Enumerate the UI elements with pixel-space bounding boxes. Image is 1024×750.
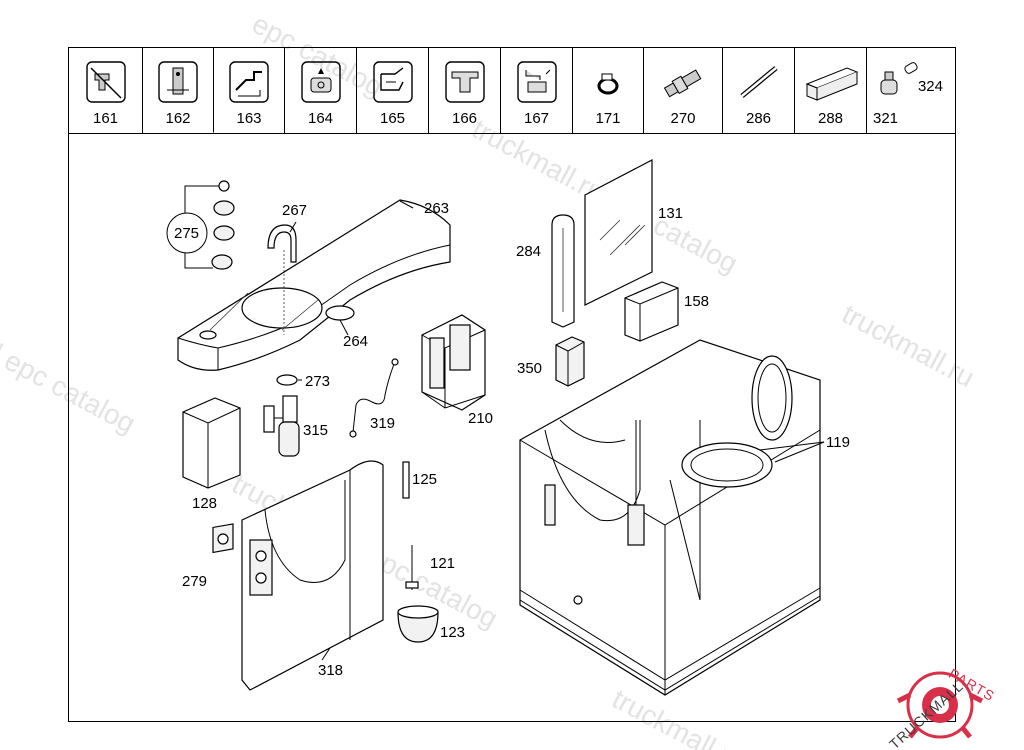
- callout-125[interactable]: 125: [412, 471, 437, 488]
- wall-bracket-icon: [157, 60, 199, 104]
- part-350-dispenser[interactable]: [555, 336, 585, 387]
- callout-273[interactable]: 273: [305, 373, 330, 390]
- catalog-frame: 161 162 163 164 165: [68, 47, 956, 722]
- callout-284[interactable]: 284: [516, 243, 541, 260]
- callout-121[interactable]: 121: [430, 555, 455, 572]
- callout-315[interactable]: 315: [303, 422, 328, 439]
- toolbar-item-161[interactable]: 161: [69, 48, 143, 133]
- part-128-box[interactable]: [182, 397, 241, 489]
- toolbar-item-286[interactable]: 286: [723, 48, 795, 133]
- toolbar-item-171[interactable]: 171: [573, 48, 644, 133]
- callout-275[interactable]: 275: [174, 225, 199, 242]
- shower-tap-icon: [516, 60, 558, 104]
- toolbar-item-extra-label: 324: [917, 78, 943, 95]
- pipe-assembly-icon: [228, 60, 270, 104]
- callout-158[interactable]: 158: [684, 293, 709, 310]
- callout-279[interactable]: 279: [182, 573, 207, 590]
- part-125-bar[interactable]: [402, 461, 410, 499]
- part-263-washbasin[interactable]: [177, 199, 451, 371]
- callout-119[interactable]: 119: [826, 434, 850, 451]
- toolbar-item-167[interactable]: 167: [501, 48, 573, 133]
- callout-123[interactable]: 123: [440, 624, 465, 641]
- toolbar-item-166[interactable]: 166: [429, 48, 501, 133]
- part-210-holder[interactable]: [421, 314, 486, 411]
- callout-350[interactable]: 350: [517, 360, 542, 377]
- sink-trap-icon: [444, 60, 486, 104]
- hand-dryer-icon: [372, 60, 414, 104]
- callout-128[interactable]: 128: [192, 495, 217, 512]
- toolbar-item-321[interactable]: 321 324: [867, 48, 947, 133]
- part-158-box[interactable]: [624, 281, 679, 342]
- callout-319[interactable]: 319: [370, 415, 395, 432]
- toolbar-item-label: 165: [379, 110, 406, 127]
- toolbar-item-label: 321: [873, 110, 899, 127]
- part-group-toolbar: 161 162 163 164 165: [69, 48, 955, 134]
- part-318-wall-panel[interactable]: [241, 460, 384, 691]
- part-121-pin[interactable]: [405, 545, 419, 590]
- toolbar-item-label: 288: [817, 110, 844, 127]
- toolbar-item-270[interactable]: 270: [644, 48, 723, 133]
- water-heater-icon: [300, 60, 342, 104]
- toolbar-item-163[interactable]: 163: [214, 48, 285, 133]
- part-273-ring[interactable]: [276, 374, 298, 386]
- callout-318[interactable]: 318: [318, 662, 343, 679]
- toolbar-item-label: 167: [523, 110, 550, 127]
- toolbar-item-label: 270: [670, 110, 696, 127]
- toolbar-item-164[interactable]: 164: [285, 48, 357, 133]
- cover-strip-icon: [803, 60, 859, 104]
- toolbar-item-label: 164: [307, 110, 334, 127]
- callout-267[interactable]: 267: [282, 202, 307, 219]
- toolbar-item-165[interactable]: 165: [357, 48, 429, 133]
- part-279-plate[interactable]: [212, 523, 234, 554]
- faucet-crossed-icon: [85, 60, 127, 104]
- part-315-siphon[interactable]: [263, 395, 300, 457]
- toolbar-item-288[interactable]: 288: [795, 48, 867, 133]
- part-131-mirror[interactable]: [584, 159, 653, 306]
- rod-icon: [738, 60, 780, 104]
- callout-131[interactable]: 131: [658, 205, 683, 222]
- part-275-washers[interactable]: [166, 180, 235, 270]
- callout-210[interactable]: 210: [468, 410, 493, 427]
- hose-clamp-icon: [587, 60, 629, 104]
- part-267-faucet[interactable]: [267, 221, 297, 263]
- toolbar-item-label: 163: [236, 110, 262, 127]
- callout-264[interactable]: 264: [343, 333, 368, 350]
- valve-icon: [873, 60, 921, 104]
- toolbar-item-label: 166: [451, 110, 478, 127]
- toolbar-item-label: 161: [92, 110, 119, 127]
- toolbar-item-label: 162: [165, 110, 191, 127]
- part-123-brush[interactable]: [397, 605, 439, 643]
- truckmall-parts-logo: TRUCKMALL PARTS: [886, 665, 998, 750]
- callout-263[interactable]: 263: [424, 200, 449, 217]
- toolbar-item-label: 171: [595, 110, 621, 127]
- part-319-cable[interactable]: [349, 358, 399, 438]
- part-284-column[interactable]: [551, 214, 575, 328]
- fitting-connector-icon: [662, 60, 704, 104]
- toolbar-item-label: 286: [745, 110, 772, 127]
- toolbar-item-162[interactable]: 162: [143, 48, 214, 133]
- toilet-cabin-unit[interactable]: [519, 339, 821, 696]
